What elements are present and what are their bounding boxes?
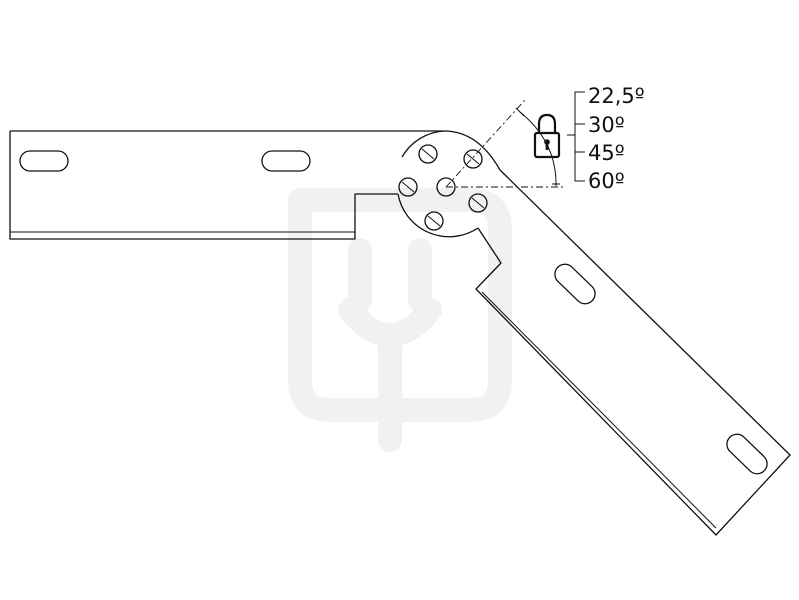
pivot-hole bbox=[398, 177, 418, 197]
angle-option-30: 30º bbox=[588, 113, 625, 137]
horizontal-arm bbox=[9, 130, 501, 240]
center-lines bbox=[445, 99, 565, 188]
slot-hole-2 bbox=[261, 150, 311, 172]
slot-hole-4 bbox=[726, 433, 768, 475]
plug-logo-watermark bbox=[288, 188, 512, 452]
slot-hole-3 bbox=[554, 263, 596, 305]
padlock-icon bbox=[533, 113, 561, 159]
angle-options-bracket bbox=[567, 91, 585, 182]
pivot-holes bbox=[398, 144, 488, 231]
angled-arm bbox=[475, 169, 791, 536]
angle-option-45: 45º bbox=[588, 141, 625, 165]
slot-hole-1 bbox=[19, 150, 69, 172]
pivot-hole bbox=[468, 193, 488, 213]
pivot-hole bbox=[463, 149, 483, 169]
pivot-hole bbox=[424, 211, 444, 231]
pivot-hole bbox=[436, 177, 456, 197]
angle-option-22-5: 22,5º bbox=[588, 84, 645, 108]
pivot-hole bbox=[418, 144, 438, 164]
angle-option-60: 60º bbox=[588, 169, 625, 193]
angle-options: 22,5º 30º 45º 60º bbox=[588, 84, 645, 193]
hinge-disc bbox=[397, 130, 479, 238]
